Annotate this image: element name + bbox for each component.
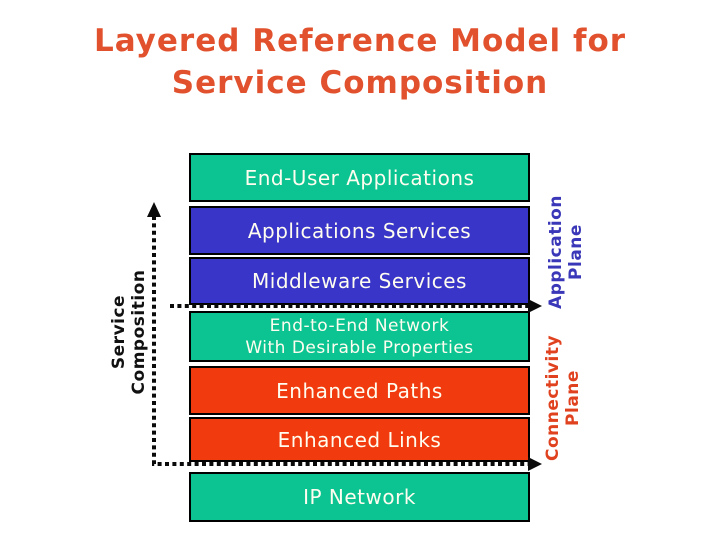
service-composition-label: Service Composition (107, 270, 151, 394)
layer-label-line-2: With Desirable Properties (245, 337, 474, 358)
layer-ip-network: IP Network (189, 472, 530, 522)
layer-label-line-1: End-to-End Network (269, 315, 450, 336)
layer-label: IP Network (303, 485, 416, 509)
connectivity-baseline-right-arrowhead (528, 457, 542, 471)
layer-label: Enhanced Paths (276, 378, 443, 403)
application-plane-label-line-2: Plane (566, 224, 586, 280)
plane-divider-right-arrowhead (528, 299, 542, 313)
application-plane-label: Application Plane (544, 195, 588, 309)
service-composition-up-arrowhead (147, 202, 161, 217)
application-plane-label-line-1: Application (546, 195, 566, 309)
title-line-2: Service Composition (171, 65, 549, 101)
title-line-1: Layered Reference Model for (93, 23, 627, 59)
layer-middleware-services: Middleware Services (189, 257, 530, 305)
connectivity-plane-label: Connectivity Plane (541, 335, 585, 461)
layer-enhanced-links: Enhanced Links (189, 417, 530, 462)
layer-end-user-applications: End-User Applications (189, 153, 530, 202)
service-composition-label-line-1: Service (109, 294, 129, 370)
layer-label: End-User Applications (244, 165, 475, 190)
connectivity-plane-label-line-1: Connectivity (543, 334, 563, 462)
layer-label: Applications Services (247, 218, 472, 243)
connectivity-plane-label-line-2: Plane (563, 370, 583, 426)
slide-title: Layered Reference Model for Service Comp… (0, 20, 720, 104)
layer-label: Enhanced Links (277, 427, 442, 452)
layer-end-to-end-network: End-to-End Network With Desirable Proper… (189, 311, 530, 362)
service-composition-label-line-2: Composition (129, 269, 149, 395)
layer-applications-services: Applications Services (189, 206, 530, 255)
layer-label: Middleware Services (252, 269, 467, 293)
layer-enhanced-paths: Enhanced Paths (189, 366, 530, 415)
